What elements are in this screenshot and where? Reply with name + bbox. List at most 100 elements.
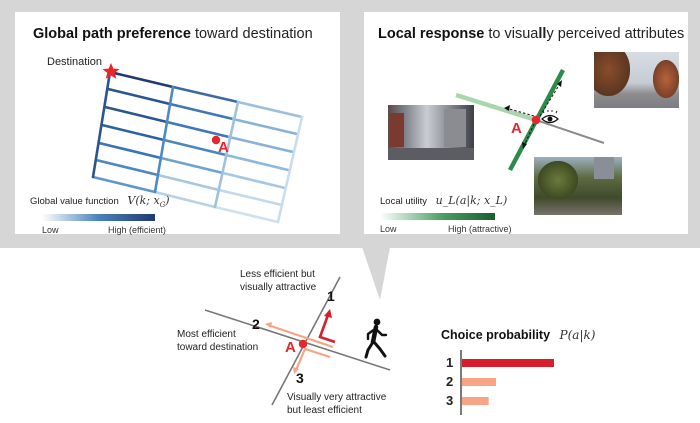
tree [594,52,630,96]
building [390,113,404,147]
street-view-upper-right [594,52,679,108]
local-legend-text: Local utility [380,196,427,207]
street-view-left [388,105,474,160]
option-1-line2: visually attractive [240,282,317,293]
look-arrow-north [539,81,562,117]
tree [538,161,578,199]
grid-street [106,87,172,106]
local-legend-math: u_L(a|k; x_L) [435,194,508,207]
bar-label-1: 1 [446,355,454,370]
grid-street [165,120,231,139]
arrow-option-2 [267,323,334,349]
grid-street [171,85,240,104]
local-utility-colorbar [380,213,495,220]
arrowhead-south [522,142,527,149]
grid-street [236,100,304,119]
global-legend-math: V(k; xG) [127,194,170,210]
global-panel-title: Global path preference toward destinatio… [33,26,313,42]
grid-street [91,175,157,194]
global-value-colorbar [42,214,155,221]
look-arrow-south [523,123,535,147]
look-arrow-west [505,107,535,117]
global-legend-text: Global value function [30,196,119,207]
local-street-diagram [380,68,605,220]
grid-street [213,205,280,224]
destination-label: Destination [47,56,103,68]
location-dot-icon [531,115,541,125]
local-title-bold: Local response [378,26,485,42]
grid-street [156,173,221,192]
option-3-line2: but least efficient [287,405,362,416]
point-a-label: A [285,339,296,356]
option-3-number: 3 [296,370,304,386]
walking-person-icon [364,318,388,359]
bar-label-3: 3 [446,393,454,408]
local-legend-high: High (attractive) [448,224,512,234]
point-a-label: A [511,120,522,137]
global-legend-math-main: V(k; x [127,194,160,207]
bar-label-2: 2 [446,374,454,389]
grid-street [227,135,295,154]
grid-street [103,105,169,124]
grid-street [94,158,160,177]
eye-icon [541,110,559,124]
local-legend-label: Local utility u_L(a|k; x_L) [380,194,507,207]
option-2-annotation: Most efficient toward destination [177,328,258,354]
street-grid [42,63,304,224]
street-view-lower-right [534,157,622,215]
location-dot-icon [211,135,221,145]
arrowhead-option-3 [293,367,299,374]
grid-street [97,141,163,160]
point-a-label: A [218,139,229,156]
global-path-panel: Global path preference toward destinatio… [15,12,340,235]
global-title-bold: Global path preference [33,26,191,42]
option-1-number: 1 [327,288,335,304]
local-title-rest-2: y perceived attributes [546,26,685,42]
option-1-annotation: Less efficient but visually attractive [240,268,316,294]
global-legend-high: High (efficient) [108,225,166,235]
arrowhead-west [504,105,510,111]
grid-street [231,117,299,136]
local-response-panel: Local response to visually perceived att… [364,12,688,234]
local-title-rest-1: to visua [484,26,539,42]
grid-street [217,188,284,207]
local-panel-title: Local response to visually perceived att… [378,26,684,42]
grid-street [276,115,304,224]
arrow-option-1 [318,314,336,344]
tree [653,60,679,98]
speech-pointer-triangle [362,247,390,300]
option-2-line1: Most efficient [177,329,236,340]
star-icon [102,63,120,79]
arrowhead-option-1 [324,309,332,318]
building [444,109,466,147]
option-3-annotation: Visually very attractive but least effic… [287,391,386,417]
bar-option-3 [462,397,489,405]
street-east [535,119,605,144]
grid-street [108,70,175,89]
bar-option-2 [462,378,497,386]
grid-street [224,153,290,172]
option-1-line1: Less efficient but [240,269,315,280]
choice-probability-title: Choice probability P(a|k) [441,328,595,342]
option-2-line2: toward destination [177,342,259,353]
grid-street [221,171,287,190]
bar-option-1 [462,359,554,367]
location-dot-icon [298,339,308,349]
local-legend-low: Low [380,224,397,234]
option-3-line1: Visually very attractive [287,392,387,403]
chart-title: Choice probability [441,328,551,342]
look-directions [505,81,562,147]
grid-street [153,85,175,194]
arrowhead-option-2 [265,322,272,328]
grid-street [91,70,112,179]
local-title-rest-bold: ll [538,26,547,42]
global-legend-math-sub: G [159,201,166,210]
street-west [455,92,537,123]
global-legend-label: Global value function V(k; xG) [30,194,170,209]
grid-street [159,156,225,175]
grid-street [213,100,240,209]
building [594,157,614,179]
